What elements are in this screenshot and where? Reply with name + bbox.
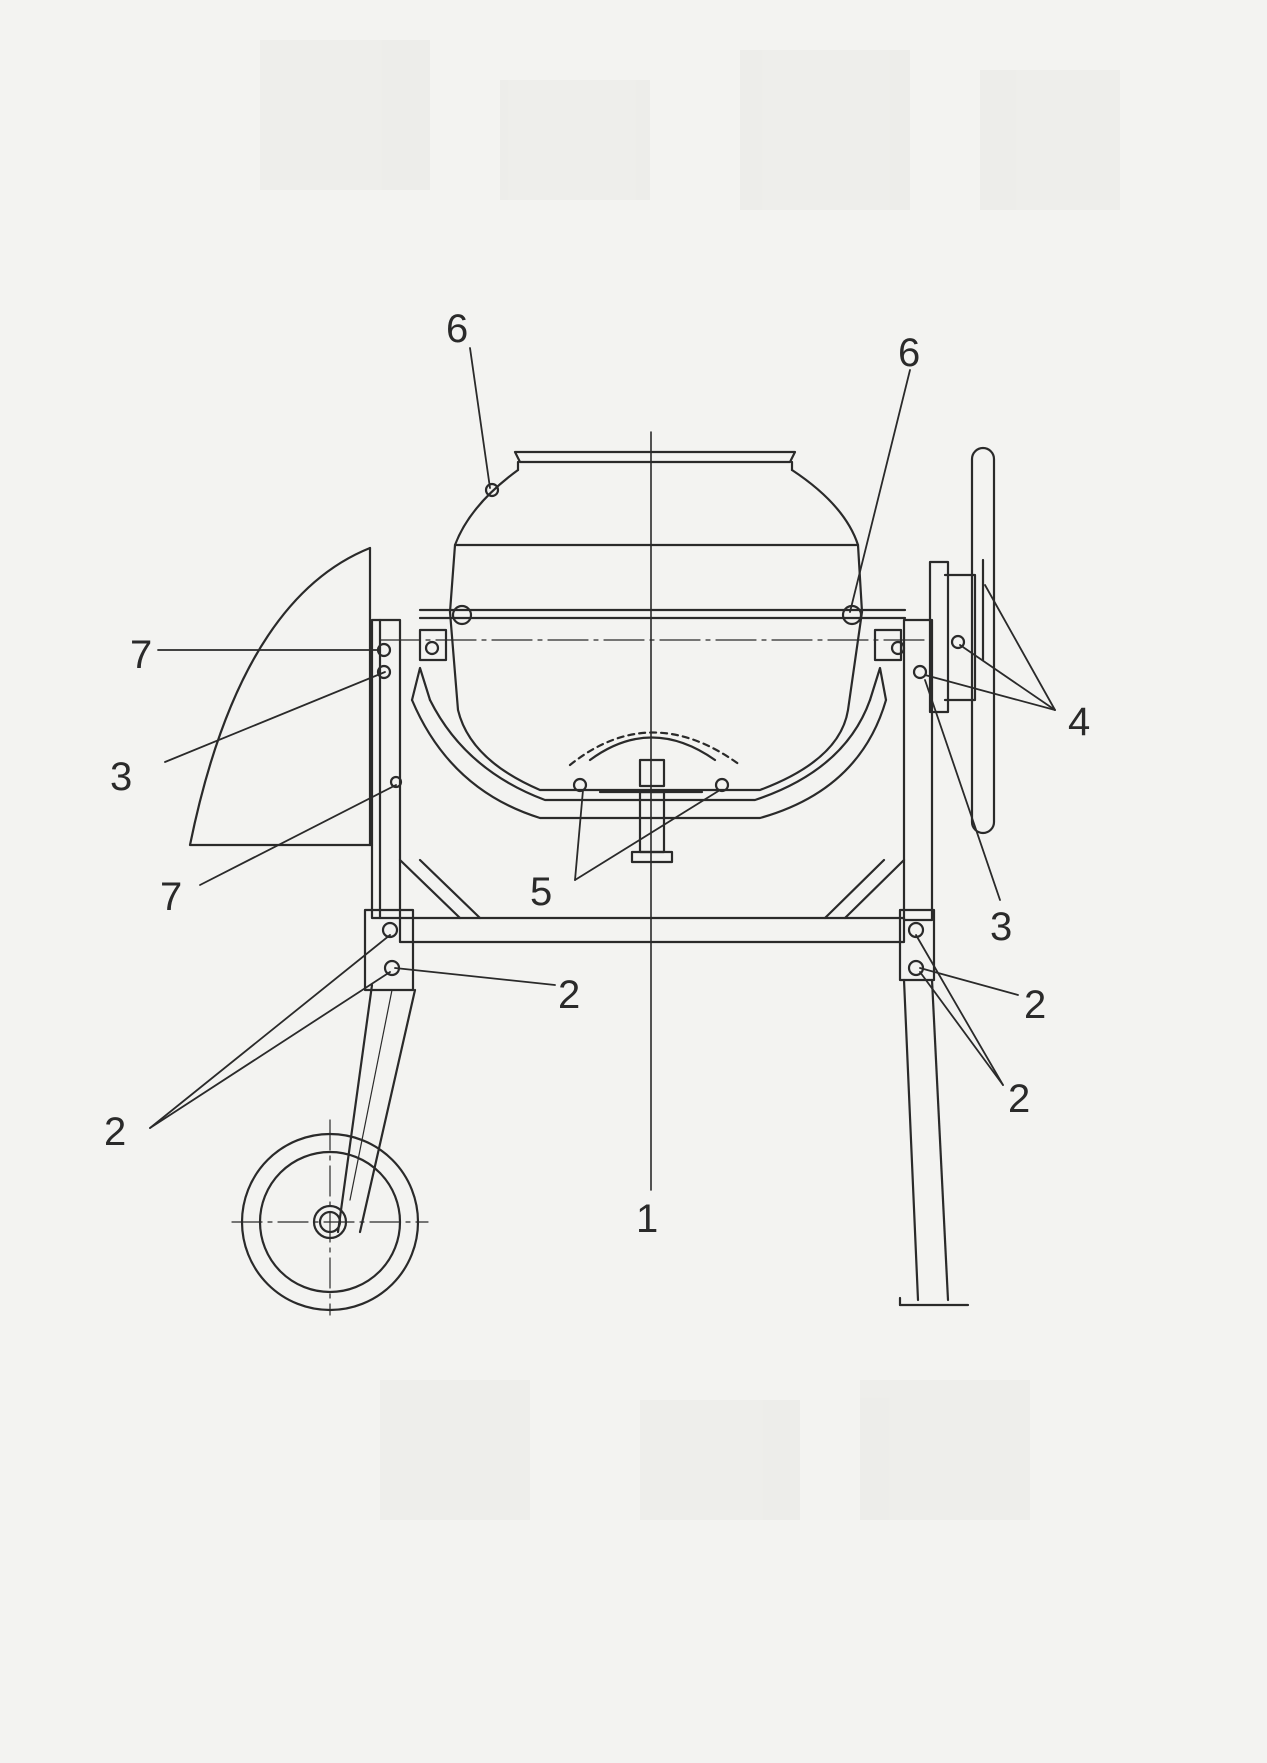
- label-6-right: 6: [898, 331, 920, 375]
- crossbar: [363, 908, 936, 992]
- label-2-right-upper: 2: [1024, 983, 1046, 1027]
- drum: [448, 450, 864, 864]
- label-2-left: 2: [104, 1110, 126, 1154]
- centerline: [379, 431, 931, 1191]
- label-1: 1: [636, 1197, 658, 1241]
- label-7-bottom: 7: [160, 875, 182, 919]
- right-leg: [898, 978, 970, 1307]
- label-4: 4: [1068, 700, 1090, 744]
- left-post: [370, 618, 482, 920]
- right-post: [823, 618, 934, 922]
- handwheel: [928, 446, 996, 835]
- cradle: [410, 608, 907, 820]
- label-3-left: 3: [110, 755, 132, 799]
- left-leg: [336, 983, 417, 1234]
- wheel: [231, 1119, 429, 1316]
- label-2-center: 2: [558, 973, 580, 1017]
- label-7-top: 7: [130, 633, 152, 677]
- label-5: 5: [530, 870, 552, 914]
- guard-cover: [188, 546, 374, 847]
- leader-lines: [149, 347, 1056, 1129]
- callout-labels: 6 6 7 3 7 4 5 3 2 2 2 2 1: [104, 307, 1090, 1241]
- label-2-right-lower: 2: [1008, 1077, 1030, 1121]
- background-watermark: [260, 40, 1120, 1520]
- label-6-left: 6: [446, 307, 468, 351]
- label-3-right: 3: [990, 905, 1012, 949]
